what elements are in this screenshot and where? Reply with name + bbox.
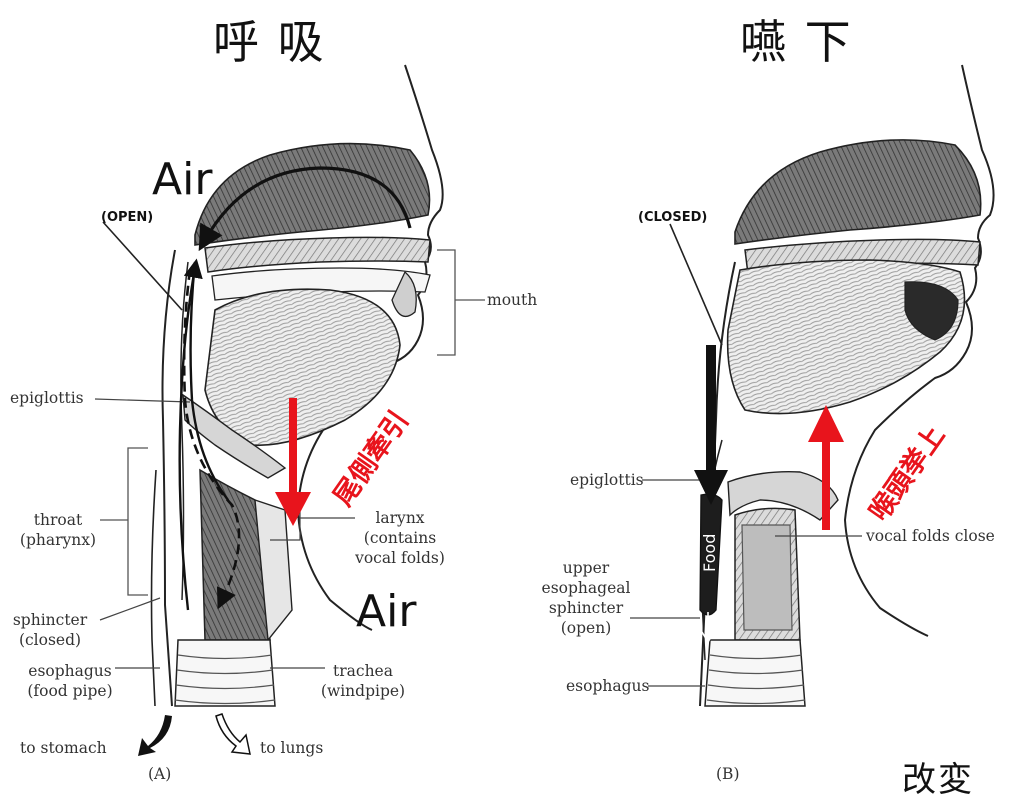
food-label: Food xyxy=(700,534,719,572)
epiglottis-label-right: epiglottis xyxy=(570,470,644,490)
left-title: 呼 吸 xyxy=(213,6,326,72)
esophagus-line1: esophagus xyxy=(24,661,116,681)
mouth-label: mouth xyxy=(487,290,537,310)
closed-state-label: (CLOSED) xyxy=(638,210,707,225)
throat-line1: throat xyxy=(18,510,98,530)
right-title: 嚥 下 xyxy=(740,6,853,72)
esophagus-label-right: esophagus xyxy=(566,676,649,696)
vocal-folds-label: vocal folds close xyxy=(866,526,995,546)
upper-sphincter-line3: sphincter xyxy=(540,598,632,618)
swallow-breath-diagram: 呼 吸 嚥 下 Air (OPEN) Air mouth epiglottis … xyxy=(0,0,1019,778)
trachea-line1: trachea xyxy=(318,661,408,681)
to-stomach-arrow xyxy=(138,715,172,756)
caption-a: (A) xyxy=(148,764,171,784)
caption-b: (B) xyxy=(716,764,740,784)
anatomy-illustration xyxy=(0,0,1019,778)
to-lungs-arrow xyxy=(216,714,250,754)
larynx-line3: vocal folds) xyxy=(350,548,450,568)
larynx-line1: larynx xyxy=(350,508,450,528)
footer-fragment: 改変 xyxy=(902,752,974,801)
esophagus-line2: (food pipe) xyxy=(24,681,116,701)
to-stomach-label: to stomach xyxy=(20,738,107,758)
upper-sphincter-label: upper esophageal sphincter (open) xyxy=(540,558,632,638)
upper-sphincter-line2: esophageal xyxy=(540,578,632,598)
upper-sphincter-line1: upper xyxy=(540,558,632,578)
right-head-drawing xyxy=(630,65,994,706)
esophagus-label-left: esophagus (food pipe) xyxy=(24,661,116,701)
sphincter-line2: (closed) xyxy=(5,630,95,650)
air-top-label: Air xyxy=(152,154,212,205)
throat-line2: (pharynx) xyxy=(18,530,98,550)
to-lungs-label: to lungs xyxy=(260,738,323,758)
larynx-label: larynx (contains vocal folds) xyxy=(350,508,450,568)
sphincter-label: sphincter (closed) xyxy=(5,610,95,650)
sphincter-line1: sphincter xyxy=(5,610,95,630)
epiglottis-label-left: epiglottis xyxy=(10,388,84,408)
air-bottom-label: Air xyxy=(356,586,416,637)
trachea-line2: (windpipe) xyxy=(318,681,408,701)
throat-label: throat (pharynx) xyxy=(18,510,98,550)
larynx-line2: (contains xyxy=(350,528,450,548)
open-state-label: (OPEN) xyxy=(101,210,153,225)
trachea-label: trachea (windpipe) xyxy=(318,661,408,701)
upper-sphincter-line4: (open) xyxy=(540,618,632,638)
